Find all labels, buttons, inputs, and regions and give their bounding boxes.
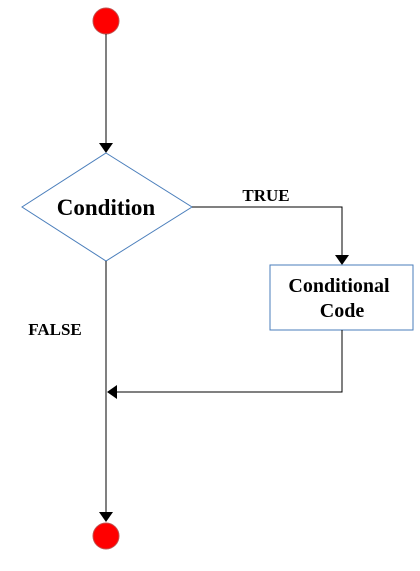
edge-process-to-merge: [107, 330, 343, 399]
process-box: [269, 264, 414, 331]
end-node: [92, 522, 120, 550]
edge-true-to-process: [192, 206, 349, 265]
false-label: FALSE: [28, 320, 82, 339]
process-label-line-2: Code: [320, 300, 365, 322]
decision-label: Condition: [57, 195, 156, 220]
process-label-line-1: Conditional: [288, 275, 390, 297]
true-label: TRUE: [242, 186, 289, 205]
start-node: [92, 7, 120, 35]
